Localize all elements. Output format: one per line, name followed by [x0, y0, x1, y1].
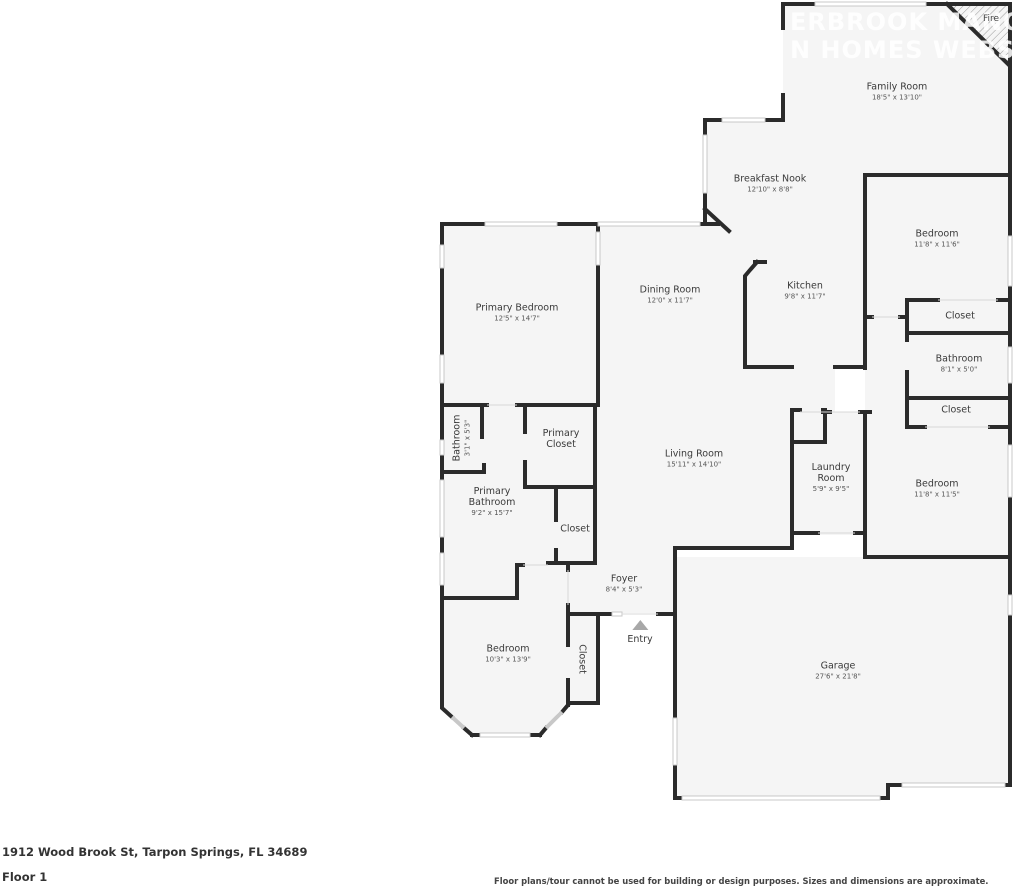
disclaimer: Floor plans/tour cannot be used for buil…: [494, 876, 989, 886]
walls: [440, 1, 1012, 800]
door-openings: [487, 299, 998, 615]
property-address: 1912 Wood Brook St, Tarpon Springs, FL 3…: [2, 845, 308, 859]
floor-label: Floor 1: [2, 870, 48, 884]
watermark-line-2: N HOMES WEBSI: [790, 36, 1016, 64]
windows: [439, 1, 1013, 801]
floor-area: [442, 4, 1010, 798]
entry-marker: Entry: [627, 620, 653, 645]
fireplace-label: Fire: [983, 14, 1000, 24]
entry-label: Entry: [627, 634, 653, 645]
watermark-line-1: ERBROOK MANO: [790, 8, 1016, 36]
entry-arrow-icon: [632, 620, 648, 630]
